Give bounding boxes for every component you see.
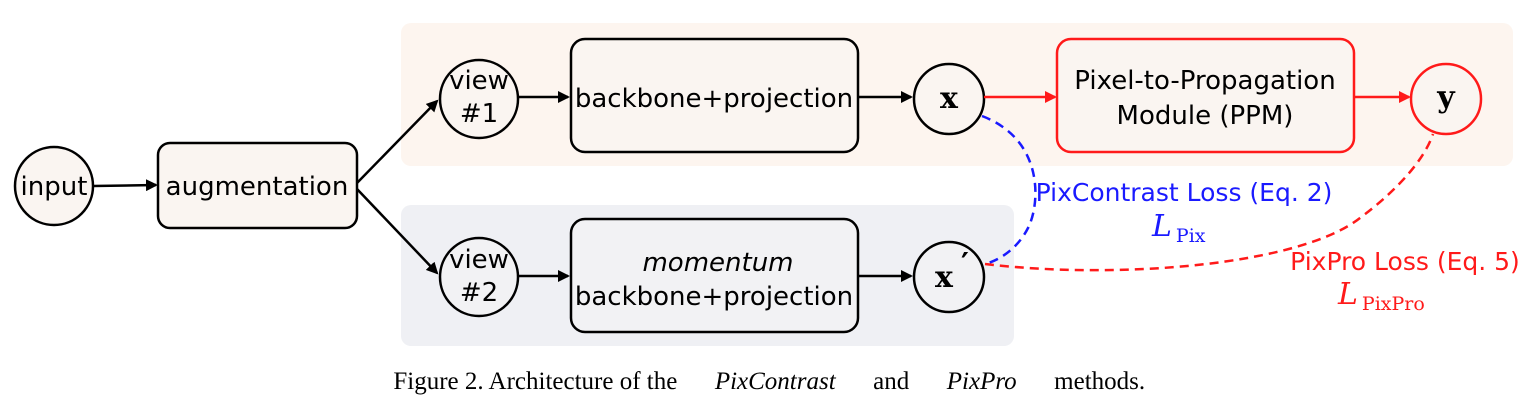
view2-label-line1: view: [449, 245, 509, 275]
x-prime-node: [912, 240, 986, 314]
arrow-input-to-augmentation: [92, 179, 158, 192]
backbone-projection-node: [569, 37, 860, 154]
caption-suffix: methods.: [1048, 368, 1145, 395]
backbone-projection-label: backbone+projection: [575, 84, 853, 114]
prime-mark: ′: [961, 247, 969, 282]
augmentation-node: [156, 141, 359, 230]
momentum-label: momentum: [642, 248, 793, 278]
pixpro-loss-curve: [984, 133, 1435, 272]
pixcontrast-loss-curve: [981, 114, 1037, 266]
ppm-node: [1055, 37, 1356, 154]
view2-label-line2: #2: [460, 278, 498, 308]
view1-label-line2: #1: [460, 99, 498, 129]
ppm-label-line1: Pixel-to-Propagation: [1074, 66, 1335, 96]
momentum-backbone-label: backbone+projection: [575, 282, 853, 312]
pixpro-loss-symbol: L PixPro: [1337, 277, 1425, 315]
x-prime-label: x: [935, 260, 954, 295]
view1-label-line1: view: [449, 66, 509, 96]
caption-middle: and: [867, 368, 916, 395]
input-label: input: [21, 172, 88, 202]
caption-prefix: Figure 2. Architecture of the: [393, 368, 683, 395]
pixcontrast-loss-symbol: L Pix: [1151, 209, 1206, 247]
y-label: y: [1436, 80, 1456, 115]
caption-em-pixpro: PixPro: [946, 368, 1017, 395]
caption-em-pixcontrast: PixContrast: [714, 368, 837, 395]
arrow-augmentation-to-view2: [356, 188, 439, 275]
figure-caption: Figure 2. Architecture of the PixContras…: [362, 368, 1164, 395]
augmentation-label: augmentation: [166, 172, 349, 202]
pixcontrast-loss-label: PixContrast Loss (Eq. 2): [1036, 178, 1333, 207]
y-node: [1409, 62, 1483, 136]
arrow-augmentation-to-view1: [356, 99, 439, 184]
view1-node: [438, 58, 520, 140]
pixpro-loss-label: PixPro Loss (Eq. 5): [1290, 247, 1520, 276]
ppm-label-line2: Module (PPM): [1117, 101, 1294, 131]
x-node: [912, 62, 986, 136]
x-label: x: [940, 81, 959, 116]
